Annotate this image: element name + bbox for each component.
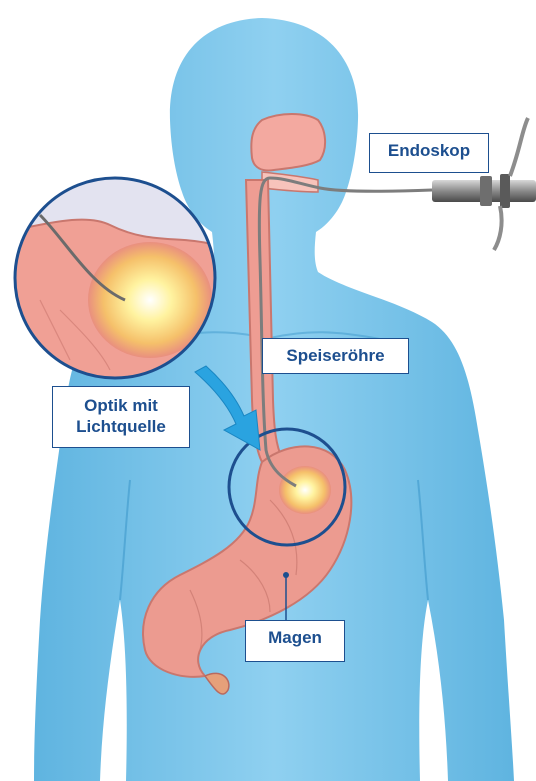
label-endoscope-text: Endoskop <box>378 140 480 161</box>
label-optics-line2: Lichtquelle <box>61 416 181 437</box>
magnified-inset <box>15 178 215 378</box>
label-optics-light-source: Optik mit Lichtquelle <box>52 386 190 448</box>
stomach-leader-dot <box>283 572 289 578</box>
label-esophagus: Speiseröhre <box>262 338 409 374</box>
label-optics-line1: Optik mit <box>61 395 181 416</box>
label-esophagus-text: Speiseröhre <box>271 345 400 366</box>
label-stomach-text: Magen <box>254 627 336 648</box>
label-stomach: Magen <box>245 620 345 662</box>
label-endoscope: Endoskop <box>369 133 489 173</box>
